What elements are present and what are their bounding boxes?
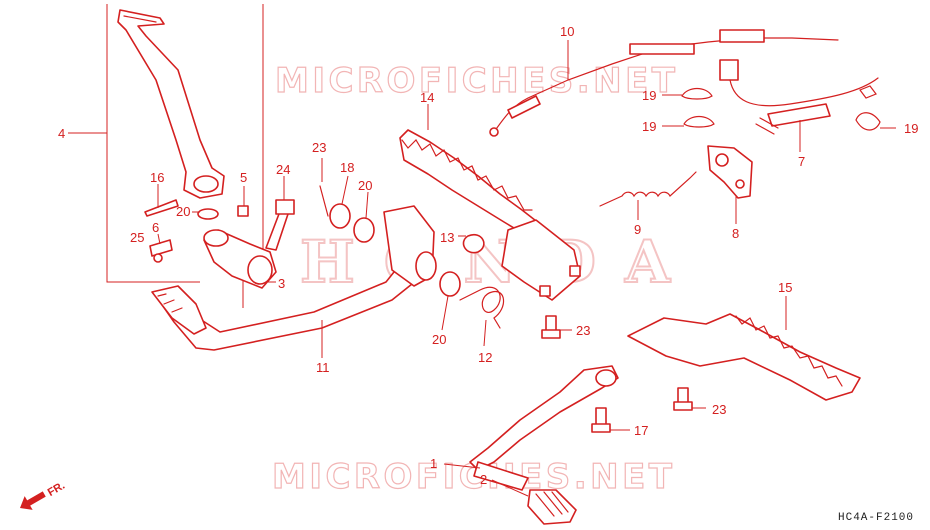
bolt-16 [144, 199, 179, 217]
pivot-end [415, 251, 437, 281]
spring-12 [459, 286, 505, 329]
cable-adjuster [719, 29, 765, 43]
brake-pedal [469, 365, 619, 471]
washer-20-a [353, 217, 375, 243]
callout-20-a: 20 [358, 178, 372, 193]
bolt-24-head [275, 199, 295, 215]
switch-bracket-8 [707, 145, 753, 199]
ball-25 [153, 253, 163, 263]
kick-starter-arm [117, 9, 225, 199]
spindle-end [247, 255, 273, 285]
brake-cable [493, 37, 839, 133]
pedal-pivot [595, 369, 617, 387]
footpeg-15-teeth [735, 315, 843, 387]
callout-6: 6 [152, 220, 159, 235]
callout-24: 24 [276, 162, 290, 177]
bolt-23-a-head [541, 329, 561, 339]
callout-23-b: 23 [712, 402, 726, 417]
callout-19-b: 19 [642, 119, 656, 134]
watermark-top: MICROFICHES.NET [275, 61, 676, 101]
callout-18: 18 [340, 160, 354, 175]
bracket-hole-8b [735, 179, 745, 189]
return-spring-9 [599, 171, 697, 207]
step-bar-tread [151, 285, 207, 335]
clip-19-a [681, 87, 713, 100]
washer-20-b [439, 271, 461, 297]
callout-17: 17 [634, 423, 648, 438]
pin-6 [149, 239, 173, 257]
bracket-hole [539, 285, 551, 297]
callout-9: 9 [634, 222, 641, 237]
pin-22 [319, 185, 329, 217]
callout-4: 4 [58, 126, 65, 141]
callout-19-c: 19 [904, 121, 918, 136]
washer-21 [197, 208, 219, 220]
callout-3: 3 [278, 276, 285, 291]
callout-7: 7 [798, 154, 805, 169]
spindle-top [203, 229, 229, 247]
callout-11: 11 [316, 360, 330, 375]
kick-arm-boss [193, 175, 219, 193]
kick-group-bracket-left [106, 4, 200, 283]
leader-lines [157, 40, 896, 497]
seal-18 [329, 203, 351, 229]
footpeg-14-bracket [501, 219, 581, 301]
callout-21: 20 [176, 204, 190, 219]
clip-19-d [859, 85, 877, 99]
nut-5 [237, 205, 249, 217]
callout-5: 5 [240, 170, 247, 185]
watermark-brand: HONDA [300, 228, 671, 296]
cable-end-fitting [507, 95, 541, 119]
cable-sleeve [629, 43, 695, 55]
arrow-icon [20, 491, 46, 510]
switch-thread [755, 117, 779, 135]
callout-1: 1 [430, 456, 437, 471]
rubber-ribs [535, 491, 569, 517]
callout-8: 8 [732, 226, 739, 241]
callout-19-a: 19 [642, 88, 656, 103]
callout-25: 25 [130, 230, 144, 245]
callout-23-a: 23 [576, 323, 590, 338]
callout-13: 13 [440, 230, 454, 245]
bracket-hole-8 [715, 153, 729, 167]
cap-13 [462, 233, 485, 254]
front-direction-arrow: FR. [20, 480, 67, 510]
cable-end [489, 127, 499, 137]
brake-pedal-step [473, 461, 529, 491]
connector [719, 59, 739, 81]
bolt-17-head [591, 423, 611, 433]
callout-labels: 10 14 19 19 19 7 8 9 13 4 16 20 5 24 23 … [58, 24, 918, 487]
footpeg-15 [627, 313, 861, 401]
clip-19-b [683, 115, 715, 128]
callout-12: 12 [478, 350, 492, 365]
callout-15: 15 [778, 280, 792, 295]
footpeg-14-teeth [401, 139, 533, 211]
drawing-code: HC4A-F2100 [838, 512, 914, 524]
callout-16: 16 [150, 170, 164, 185]
callout-22: 23 [312, 140, 326, 155]
tread-marks [157, 293, 183, 313]
clip-19-c [855, 112, 881, 131]
bolt-23-b-head [673, 401, 693, 411]
kick-arm-grip [123, 15, 157, 23]
callout-2: 2 [480, 472, 487, 487]
callout-10: 10 [560, 24, 574, 39]
callout-14: 14 [420, 90, 434, 105]
bracket-hole-2 [569, 265, 581, 277]
callout-20-b: 20 [432, 332, 446, 347]
stop-switch-7 [767, 103, 831, 127]
direction-label: FR. [46, 480, 67, 499]
switch-wire [729, 77, 879, 107]
